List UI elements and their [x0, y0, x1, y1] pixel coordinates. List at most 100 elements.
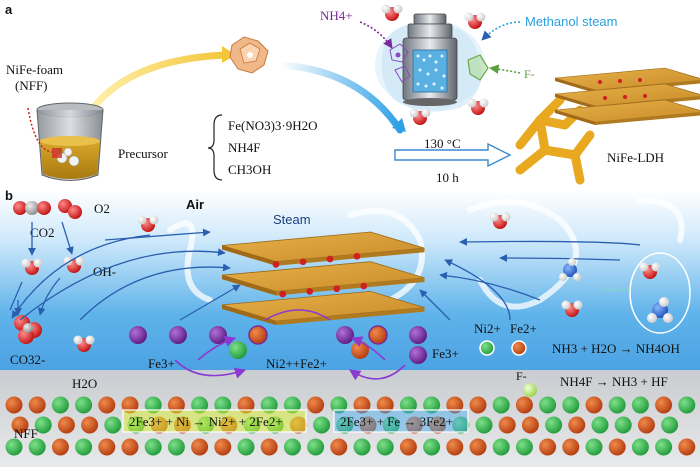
- iron-atom: [121, 396, 139, 414]
- iron-atom: [57, 416, 75, 434]
- nickel-atom: [545, 416, 563, 434]
- iron-atom: [498, 416, 516, 434]
- nickel-atom: [104, 416, 122, 434]
- nickel-atom: [51, 396, 69, 414]
- methanol-pointer: [481, 21, 521, 41]
- product-label: NiFe-LDH: [607, 150, 664, 165]
- co2-label: CO2: [30, 225, 55, 240]
- iron-atom: [585, 396, 603, 414]
- nickel-atom: [492, 396, 510, 414]
- ldh-stack-icon: [554, 67, 700, 126]
- air-label: Air: [186, 197, 204, 212]
- reaction-2: 2Fe3+ + Fe → 3Fe2+: [340, 414, 453, 429]
- water-molecule-icon: [381, 4, 403, 21]
- nickel-atom: [214, 396, 232, 414]
- h2o-label: H2O: [72, 376, 97, 391]
- iron-atom: [237, 396, 255, 414]
- iron-atom: [568, 416, 586, 434]
- process-arrow: [394, 142, 512, 168]
- iron-atom: [399, 438, 417, 456]
- methanol-label: Methanol steam: [525, 14, 618, 29]
- panel-a-label: a: [5, 2, 13, 17]
- nff-pointer: [27, 107, 53, 153]
- iron-atom: [637, 416, 655, 434]
- nickel-atom: [75, 396, 93, 414]
- iron-atom: [307, 396, 325, 414]
- water-molecule-icon: [409, 108, 431, 125]
- o2-label: O2: [94, 201, 110, 216]
- iron-atom: [678, 438, 696, 456]
- autoclave-icon: [375, 13, 485, 112]
- iron-atom: [562, 438, 580, 456]
- duration-label: 10 h: [436, 170, 459, 185]
- iron-atom: [539, 438, 557, 456]
- nickel-atom: [376, 438, 394, 456]
- nickel-atom: [475, 416, 493, 434]
- iron-atom: [469, 396, 487, 414]
- iron-atom: [330, 438, 348, 456]
- carbonate-label: CO32-: [10, 352, 45, 367]
- nickel-atom: [307, 438, 325, 456]
- nickel-atom: [423, 396, 441, 414]
- nff-label: NFF: [14, 426, 38, 441]
- iron-atom: [521, 416, 539, 434]
- co2-molecule-icon: [13, 201, 51, 215]
- fluoride-pointer: [489, 64, 521, 74]
- nickel-atom: [191, 396, 209, 414]
- steam-swirls: [167, 197, 685, 310]
- yellow-arrowhead: [222, 46, 236, 63]
- nickel-atom: [631, 438, 649, 456]
- water-molecule-icon: [464, 12, 486, 29]
- nickel-atom: [75, 438, 93, 456]
- nickel-atom: [353, 438, 371, 456]
- temperature-label: 130 °C: [424, 136, 461, 151]
- nickel-atom: [614, 416, 632, 434]
- nickel-atom: [423, 438, 441, 456]
- flow-arrows: [9, 221, 641, 321]
- nickel-atom: [144, 396, 162, 414]
- blue-curve-arrow: [276, 61, 404, 134]
- nh3-molecule-icon: [647, 297, 673, 323]
- reagent-3: CH3OH: [228, 162, 271, 177]
- fe2-label: Fe2+: [510, 321, 537, 336]
- ni-fe-label: Ni2++Fe2+: [266, 356, 327, 371]
- steam-label: Steam: [273, 212, 311, 227]
- nickel-atom: [539, 396, 557, 414]
- ammonium-cluster-icon: [389, 43, 411, 83]
- nickel-atom: [631, 396, 649, 414]
- nh3-molecule-icon: [559, 258, 581, 281]
- nickel-atom: [5, 438, 23, 456]
- nickel-atom: [562, 396, 580, 414]
- ammonium-label: NH4+: [320, 8, 353, 23]
- nickel-atom: [330, 396, 348, 414]
- nickel-atom: [313, 416, 331, 434]
- precursor-label: Precursor: [118, 146, 168, 161]
- iron-atom: [655, 396, 673, 414]
- iron-atom: [11, 416, 29, 434]
- nickel-atom: [167, 438, 185, 456]
- fluoride-cluster-icon: [467, 54, 489, 81]
- reaction-1: 2Fe3+ + Ni → Ni2+ + 2Fe2+: [129, 414, 283, 429]
- precursor-crystal-icon: [229, 36, 269, 74]
- nh3-ellipse: [629, 252, 691, 334]
- nickel-atom: [237, 438, 255, 456]
- iron-atom: [214, 438, 232, 456]
- reagent-1: Fe(NO3)3·9H2O: [228, 118, 318, 133]
- iron-atom: [81, 416, 99, 434]
- nickel-atom: [608, 396, 626, 414]
- f-ion-label: F-: [516, 369, 527, 383]
- reaction-box-1: [122, 409, 307, 433]
- ion-row: [129, 325, 537, 397]
- yellow-curve-arrow: [81, 51, 229, 124]
- nickel-atom: [144, 438, 162, 456]
- iron-atom: [260, 438, 278, 456]
- iron-atom: [5, 396, 23, 414]
- nh3-equation: NH3 + H2O → NH4OH: [552, 341, 680, 356]
- nickel-atom: [28, 438, 46, 456]
- iron-atom: [98, 438, 116, 456]
- nickel-atom: [283, 438, 301, 456]
- iron-atom: [446, 438, 464, 456]
- nickel-atom: [585, 438, 603, 456]
